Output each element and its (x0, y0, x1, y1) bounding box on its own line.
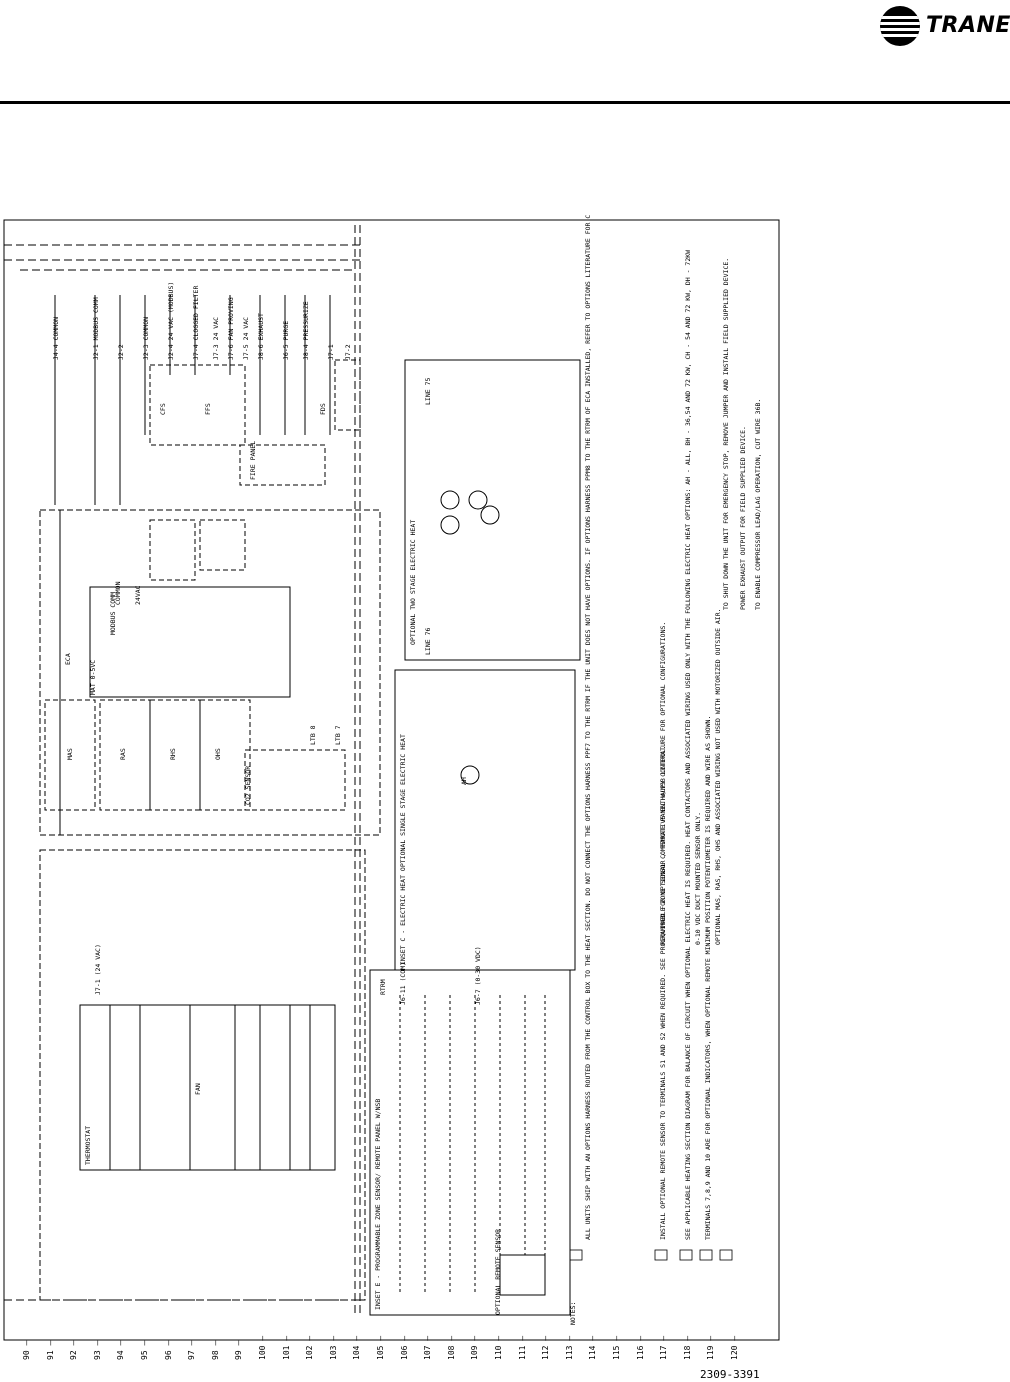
two-stage-title: OPTIONAL TWO STAGE ELECTRIC HEAT (409, 520, 417, 645)
eca-sensor: RHS (169, 748, 177, 760)
note-item: TO SHUT DOWN THE UNIT FOR EMERGENCY STOP… (722, 258, 730, 610)
row-number: 100 — (258, 1335, 267, 1360)
header-rule (0, 101, 1010, 104)
fire-panel-terminal: J2-3 COMMON (142, 317, 150, 360)
thermostat-title: THERMOSTAT (84, 1126, 92, 1165)
row-number: 103 — (328, 1335, 338, 1360)
row-number: 93 — (92, 1340, 102, 1360)
fire-panel-terminal: J2-1 MODBUS COMM (92, 297, 100, 360)
note-item: ALL UNITS SHIP WITH AN OPTIONS HARNESS R… (584, 215, 592, 1240)
row-number: 105 — (376, 1335, 385, 1360)
row-number: 92 — (69, 1340, 79, 1360)
rtrm-title: RTRM (379, 979, 387, 995)
row-number: 108 — (446, 1335, 456, 1360)
remote-sensor-box (499, 1254, 546, 1296)
eca-sensor: MAS (66, 748, 74, 760)
row-number: 102 — (305, 1335, 315, 1360)
inset-c-title: INSET C - ELECTRIC HEAT OPTIONAL SINGLE … (399, 734, 407, 965)
fire-panel-terminal: J7-5 24 VAC (242, 317, 250, 360)
row-number: 113 — (564, 1335, 574, 1360)
wiring-schematic: J4-4 COMMON J2-1 MODBUS COMM J2-2 J2-3 C… (3, 215, 780, 1341)
thermostat-terminal: J7-1 (24 VAC) (94, 944, 102, 995)
fire-panel-terminal: J8-6 EXHAUST (257, 313, 265, 360)
row-number: 101 — (281, 1335, 291, 1360)
note-item: TERMINALS 7,8,9 AND 10 ARE FOR OPTIONAL … (704, 716, 712, 1240)
note-item: 0-10 VDC DUCT MOUNTED SENSOR ONLY. (694, 812, 702, 945)
row-number: 116 — (635, 1335, 645, 1360)
row-number: 106 — (399, 1335, 409, 1360)
row-number: 95 — (140, 1340, 149, 1360)
fire-panel-terminal: J7-2 (344, 344, 352, 360)
rtrm-terminal: J6-7 (0-30 VDC) (474, 946, 482, 1005)
fire-panel-terminal: J7-1 (327, 344, 335, 360)
eca-module (89, 586, 291, 698)
notes-heading: NOTES: (569, 1302, 577, 1325)
fire-panel-terminal: J2-2 (117, 344, 125, 360)
row-number: 107 — (423, 1335, 433, 1360)
row-number: 117 — (659, 1335, 669, 1360)
fire-panel-terminal: J7-3 24 VAC (212, 317, 220, 360)
row-number: 99 — (234, 1340, 244, 1360)
trane-logo-icon (880, 6, 920, 46)
note-item: OPTIONAL MAS, RAS, RHS, OHS AND ASSOCIAT… (714, 608, 722, 945)
row-number: 111 — (517, 1335, 527, 1360)
eca-ltb: LTB 7 (334, 725, 342, 745)
brand-name: TRANE (926, 13, 1010, 38)
eca-signal: 24VAC (134, 585, 142, 605)
remote-sensor-label: OPTIONAL REMOTE SENSOR (494, 1229, 502, 1315)
row-number: 90 — (22, 1340, 31, 1360)
row-number: 104 — (352, 1335, 362, 1360)
two-stage-box (404, 359, 581, 661)
thermostat-fan: FAN (194, 1083, 202, 1095)
eca-sensor: RAS (119, 748, 127, 760)
trane-logo: TRANE (880, 6, 1010, 46)
two-stage-line: LINE 76 (424, 628, 432, 655)
row-number: 110 — (494, 1335, 503, 1360)
fire-panel-terminal: J4-4 COMMON (52, 317, 60, 360)
row-number: 120 — (730, 1335, 739, 1360)
note-item: TO ENABLE COMPRESSOR LEAD/LAG OPERATION,… (754, 399, 762, 610)
eca-signal: MODBUS COMM (109, 592, 117, 635)
two-stage-line: LINE 75 (424, 378, 432, 405)
eca-sensor: OHS (214, 748, 222, 760)
fire-panel-device: FFS (204, 403, 212, 415)
thermostat-box (79, 1004, 336, 1171)
row-number: 112 — (541, 1335, 551, 1360)
fire-panel-title: FIRE PANEL (249, 441, 257, 480)
fire-panel-terminal: J6-5 PURGE (282, 321, 290, 360)
fire-panel-terminal: J8-4 PRESSURIZE (302, 301, 310, 360)
fire-panel-terminal: J7-6 FAN PROVING (227, 297, 235, 360)
fire-panel-terminal: J2-4 24 VAC (MODBUS) (167, 282, 175, 360)
zone-sensor-title: INSET E - PROGRAMMABLE ZONE SENSOR/ REMO… (374, 1099, 382, 1310)
fire-panel-terminal: J7-4 CLOGGED FILTER (192, 286, 200, 360)
fire-panel-device: FDS (319, 403, 327, 415)
eca-signal: COMMON (114, 581, 122, 605)
note-item: POWER EXHAUST OUTPUT FOR FIELD SUPPLIED … (739, 426, 747, 610)
rtrm-terminal: J6-11 (COM) (399, 962, 407, 1005)
note-item: INSTALL OPTIONAL REMOTE SENSOR TO TERMIN… (659, 622, 667, 1240)
row-number: 97 — (187, 1340, 197, 1360)
row-number: 91 — (45, 1340, 55, 1360)
row-number: 118 — (682, 1335, 692, 1360)
eca-sensor: CO2 SENSOR (244, 766, 252, 805)
drawing-number: 2309-3391 (700, 1368, 760, 1381)
row-number-strip: 90 — 91 — 92 — 93 — 94 — 95 — 96 — 97 — 98 — 99 —… (0, 1335, 760, 1370)
inset-c-box (394, 669, 576, 971)
sheet-border (3, 219, 780, 1341)
note-item: SEE APPLICABLE HEATING SECTION DIAGRAM F… (684, 250, 692, 1240)
row-number: 98 — (210, 1340, 220, 1360)
row-number: 114 — (588, 1335, 598, 1360)
row-number: 94 — (116, 1340, 126, 1360)
row-number: 115 — (612, 1335, 621, 1360)
row-number: 119 — (706, 1335, 716, 1360)
eca-title: ECA (64, 653, 72, 665)
fire-panel-device: CFS (159, 403, 167, 415)
row-number: 109 — (470, 1335, 480, 1360)
inset-c-element: AH (460, 777, 468, 785)
row-number: 96 — (163, 1340, 173, 1360)
eca-signal: MAT 0-5VC (89, 660, 97, 695)
note-item: REQUIRED FOR OPTIONAL COMPARATIVE ENTHAL… (659, 745, 667, 945)
eca-ltb: LTB 8 (309, 725, 317, 745)
rtrm-box (369, 969, 571, 1316)
